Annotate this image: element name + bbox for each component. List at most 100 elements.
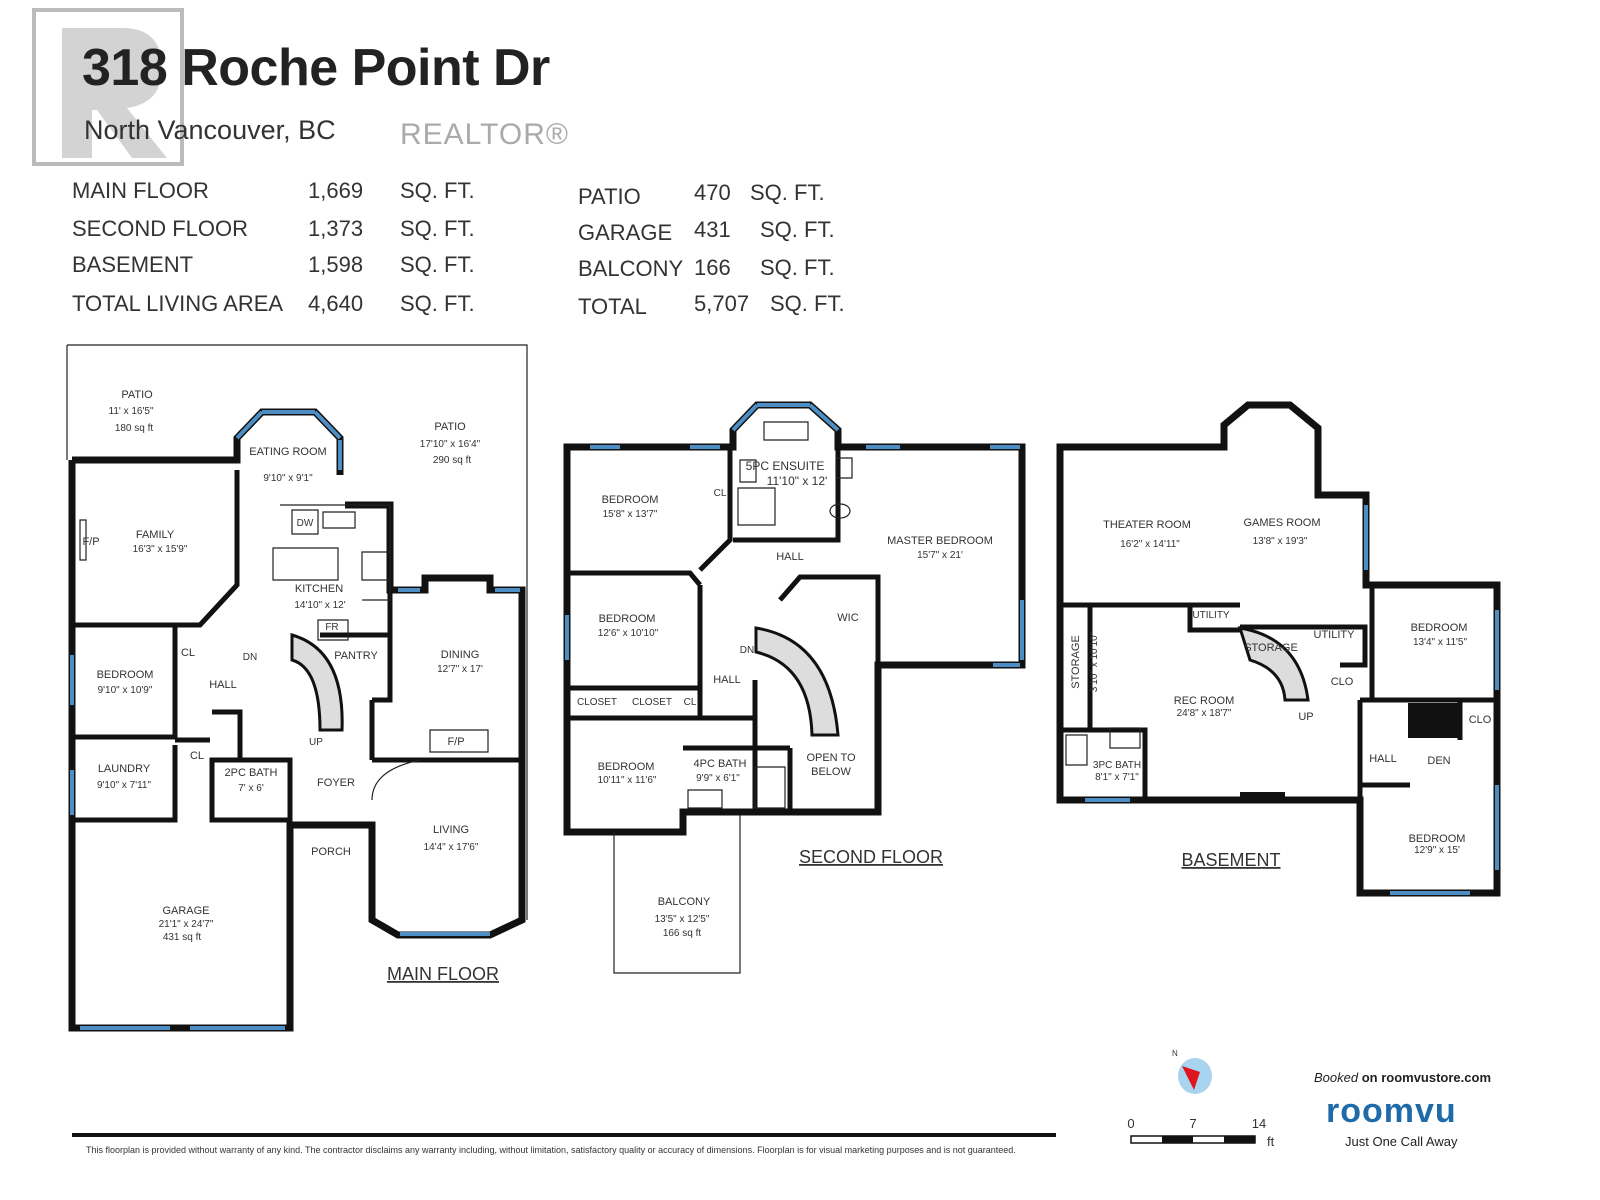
- room-area: 166 sq ft: [663, 928, 702, 939]
- area-label: MAIN FLOOR: [72, 178, 209, 203]
- room-label: EATING ROOM: [249, 446, 326, 458]
- room-label: DINING: [441, 649, 480, 661]
- room-label: BEDROOM: [602, 494, 659, 506]
- room-dim: 12'9" x 15': [1414, 845, 1460, 856]
- area-unit: SQ. FT.: [750, 180, 825, 205]
- foyer-label: FOYER: [317, 777, 355, 789]
- plan-element: [62, 28, 167, 158]
- area-unit: SQ. FT.: [400, 216, 475, 241]
- room-label: 5PC ENSUITE: [746, 459, 825, 473]
- room-dim: 11' x 16'5": [109, 406, 154, 417]
- area-unit: SQ. FT.: [770, 291, 845, 316]
- room-dim: 3'10" x 10'10": [1089, 631, 1100, 692]
- plan-element: [1065, 727, 1141, 766]
- area-value: 166: [694, 255, 731, 280]
- area-value: 470: [694, 180, 731, 205]
- room-label: KITCHEN: [295, 583, 343, 595]
- area-label: SECOND FLOOR: [72, 216, 249, 241]
- scale-unit: ft: [1267, 1134, 1275, 1149]
- scale-tick: 7: [1189, 1116, 1196, 1131]
- plan-element: [32, 8, 184, 166]
- room-dim: 13'5" x 12'5": [655, 914, 710, 925]
- area-value: 4,640: [308, 291, 364, 316]
- room-dim: 13'8" x 19'3": [1253, 536, 1308, 547]
- room-dim: 7' x 6': [238, 783, 264, 794]
- hall-label: HALL: [713, 674, 741, 686]
- second-floor-title: SECOND FLOOR: [799, 847, 943, 867]
- staircase-second: [754, 626, 840, 737]
- room-label: 3PC BATH: [1093, 760, 1141, 771]
- room-label: FAMILY: [136, 529, 175, 541]
- area-label: PATIO: [578, 184, 641, 209]
- basement-plan: THEATER ROOM 16'2" x 14'11" GAMES ROOM 1…: [1056, 401, 1501, 897]
- room-dim: 9'10" x 7'11": [97, 780, 152, 791]
- room-label: GAMES ROOM: [1243, 517, 1320, 529]
- room-dim: 11'10" x 12': [767, 474, 828, 488]
- room-dim: 8'1" x 7'1": [1095, 772, 1139, 783]
- area-label: BASEMENT: [72, 252, 194, 277]
- room-label: THEATER ROOM: [1103, 519, 1191, 531]
- room-label: 2PC BATH: [225, 767, 278, 779]
- room-label: BEDROOM: [598, 761, 655, 773]
- room-dim: 17'10" x 16'4": [420, 439, 481, 450]
- room-dim: 9'10" x 9'1": [263, 473, 313, 484]
- pantry-label: PANTRY: [334, 650, 378, 662]
- stair-up-label: UP: [309, 737, 323, 748]
- room-dim: 14'4" x 17'6": [424, 842, 479, 853]
- plan-element: [687, 421, 853, 809]
- open-to-below-label: BELOW: [811, 766, 851, 778]
- closet-label: CLOSET: [577, 697, 617, 708]
- closet-label: CLO: [1331, 676, 1354, 688]
- plan-element: [72, 470, 520, 823]
- room-label: BEDROOM: [97, 669, 154, 681]
- plan-element: [1060, 585, 1497, 800]
- room-label: PATIO: [121, 389, 153, 401]
- patio-outline: [67, 344, 528, 920]
- room-label: BALCONY: [658, 896, 711, 908]
- room-area: 431 sq ft: [163, 932, 202, 943]
- utility-label: UTILITY: [1314, 629, 1356, 641]
- fireplace-label: F/P: [82, 536, 99, 548]
- plan-element: [272, 504, 489, 801]
- compass: N: [1172, 1049, 1212, 1094]
- room-dim: 15'7" x 21': [917, 550, 963, 561]
- area-unit: SQ. FT.: [400, 291, 475, 316]
- plan-element: [1224, 1136, 1255, 1143]
- stair-up-label: UP: [1298, 711, 1313, 723]
- area-unit: SQ. FT.: [400, 252, 475, 277]
- room-dim: 13'4" x 11'5": [1413, 637, 1468, 648]
- room-dim: 24'8" x 18'7": [1177, 708, 1232, 719]
- room-dim: 15'8" x 13'7": [603, 509, 658, 520]
- open-to-below-label: OPEN TO: [806, 752, 856, 764]
- scale-tick: 0: [1127, 1116, 1134, 1131]
- room-dim: 12'7" x 17': [437, 664, 483, 675]
- area-label: TOTAL: [578, 294, 647, 319]
- room-label: BEDROOM: [1409, 833, 1466, 845]
- area-label: BALCONY: [578, 256, 684, 281]
- footer-divider: [72, 1133, 1056, 1137]
- area-label: GARAGE: [578, 220, 673, 245]
- property-title: 318 Roche Point Dr: [82, 39, 550, 97]
- room-label: LIVING: [433, 824, 469, 836]
- closet-label: CLO: [1469, 714, 1492, 726]
- area-value: 1,669: [308, 178, 364, 203]
- area-label: TOTAL LIVING AREA: [72, 291, 284, 316]
- plan-element: [1085, 505, 1499, 895]
- room-label: STORAGE: [1070, 635, 1082, 689]
- plan-element: [1240, 792, 1285, 800]
- plan-element: [1162, 1136, 1193, 1143]
- room-label: BEDROOM: [1411, 622, 1468, 634]
- area-value: 431: [694, 217, 731, 242]
- north-needle-icon: [1182, 1066, 1200, 1090]
- room-label: 4PC BATH: [694, 758, 747, 770]
- plan-element: [565, 403, 1024, 667]
- utility-label: UTILITY: [1192, 610, 1230, 621]
- booked-on-text: Booked on roomvustore.com: [1314, 1070, 1491, 1085]
- staircase-basement: [1237, 626, 1310, 702]
- plan-element: [567, 447, 881, 812]
- plan-element: [70, 410, 520, 1030]
- hall-label: HALL: [209, 679, 237, 691]
- room-label: BEDROOM: [599, 613, 656, 625]
- den-block: [1408, 703, 1460, 738]
